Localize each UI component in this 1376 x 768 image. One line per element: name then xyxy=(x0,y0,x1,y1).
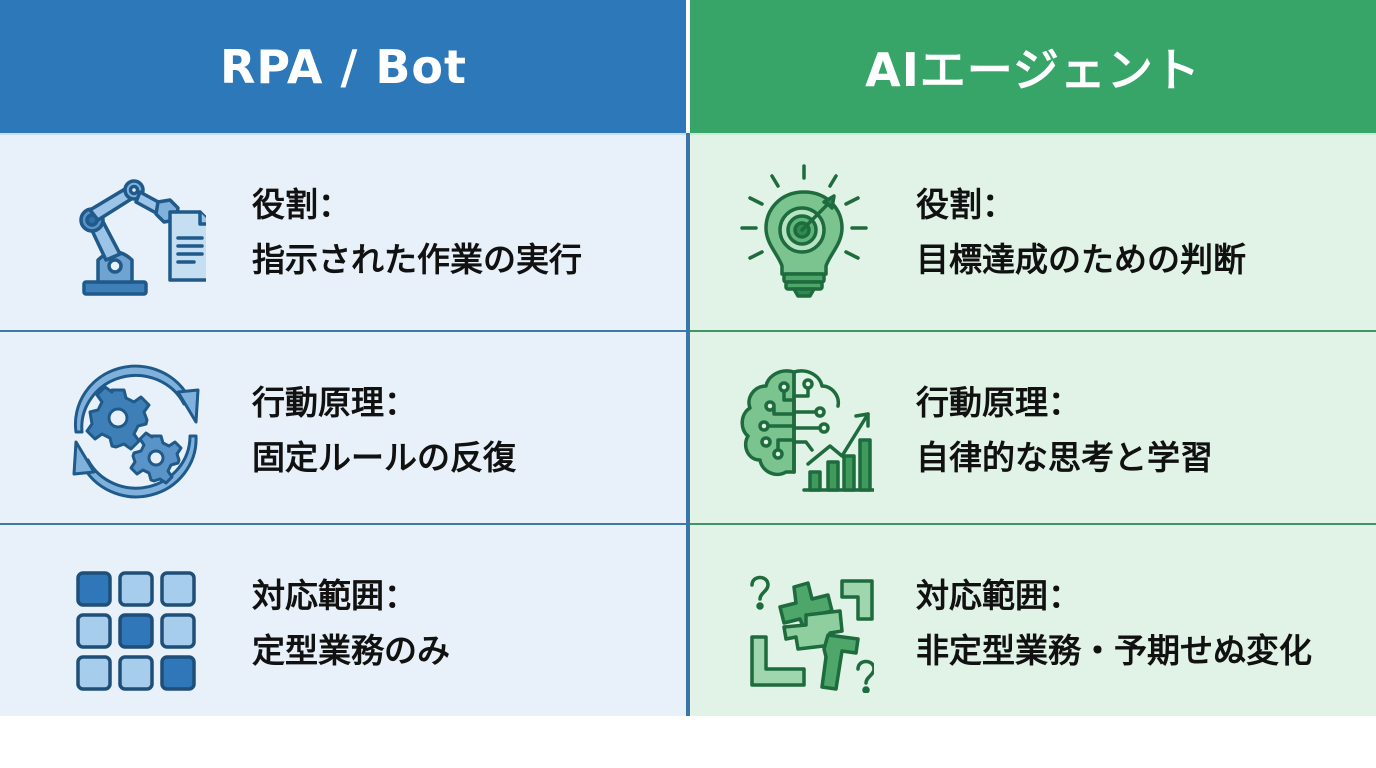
rpa-scope-text: 対応範囲： 定型業務のみ xyxy=(252,568,450,678)
rpa-row-scope: 対応範囲： 定型業務のみ xyxy=(0,526,687,719)
grid-squares-icon xyxy=(76,570,196,691)
scope-label: 対応範囲： xyxy=(252,575,417,615)
role-label: 役割： xyxy=(916,184,1015,224)
rpa-header-title: RPA / Bot xyxy=(220,39,467,94)
ai-row-principle: 行動原理： 自律的な思考と学習 xyxy=(690,333,1376,526)
role-label: 役割： xyxy=(252,184,351,224)
ai-principle-text: 行動原理： 自律的な思考と学習 xyxy=(916,375,1213,485)
principle-label: 行動原理： xyxy=(252,382,417,422)
comparison-table: RPA / Bot xyxy=(0,0,1376,716)
gears-cycle-icon xyxy=(72,364,200,498)
rpa-principle-text: 行動原理： 固定ルールの反復 xyxy=(252,375,516,485)
scope-value: 非定型業務・予期せぬ変化 xyxy=(916,630,1312,670)
row-divider xyxy=(690,523,1376,525)
principle-label: 行動原理： xyxy=(916,382,1081,422)
robot-arm-document-icon xyxy=(79,178,206,296)
role-value: 目標達成のための判断 xyxy=(916,239,1246,279)
scope-label: 対応範囲： xyxy=(916,575,1081,615)
row-divider xyxy=(0,523,687,525)
ai-role-text: 役割： 目標達成のための判断 xyxy=(916,177,1246,287)
principle-value: 固定ルールの反復 xyxy=(252,437,516,477)
puzzle-pieces-question-icon xyxy=(750,575,874,693)
header-gap xyxy=(686,0,690,133)
rpa-row-principle: 行動原理： 固定ルールの反復 xyxy=(0,333,687,526)
role-value: 指示された作業の実行 xyxy=(252,239,582,279)
rpa-header: RPA / Bot xyxy=(0,0,687,133)
column-divider xyxy=(686,133,690,716)
divider xyxy=(690,133,1376,135)
lightbulb-target-icon xyxy=(740,163,868,298)
brain-growth-chart-icon xyxy=(740,368,874,492)
ai-row-role: 役割： 目標達成のための判断 xyxy=(690,135,1376,328)
scope-value: 定型業務のみ xyxy=(252,630,450,670)
row-divider xyxy=(690,330,1376,332)
ai-row-scope: 対応範囲： 非定型業務・予期せぬ変化 xyxy=(690,526,1376,719)
ai-agent-header-title: AIエージェント xyxy=(865,42,1201,97)
ai-agent-column: AIエージェント xyxy=(690,0,1376,716)
divider xyxy=(0,133,687,135)
ai-scope-text: 対応範囲： 非定型業務・予期せぬ変化 xyxy=(916,568,1312,678)
ai-agent-header: AIエージェント xyxy=(690,0,1376,133)
rpa-row-role: 役割： 指示された作業の実行 xyxy=(0,135,687,328)
rpa-column: RPA / Bot xyxy=(0,0,687,716)
principle-value: 自律的な思考と学習 xyxy=(916,437,1213,477)
rpa-role-text: 役割： 指示された作業の実行 xyxy=(252,177,582,287)
row-divider xyxy=(0,330,687,332)
